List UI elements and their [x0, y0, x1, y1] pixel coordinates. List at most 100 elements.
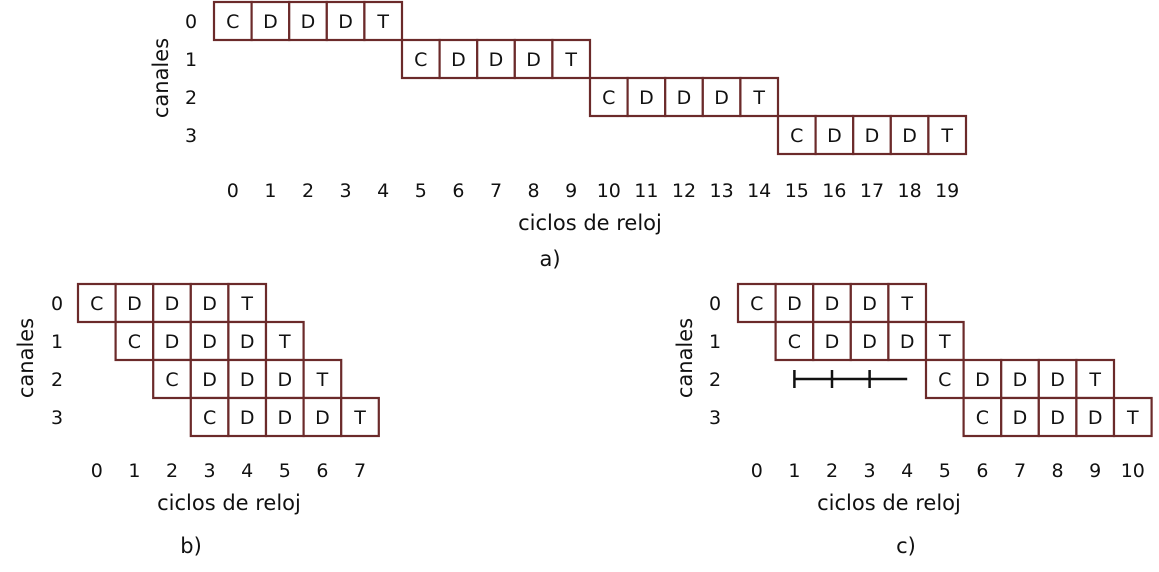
- cell-label: T: [900, 293, 913, 315]
- cycle-tick-label: 4: [901, 460, 913, 482]
- cell-label: D: [451, 49, 466, 71]
- cycle-tick-label: 12: [672, 180, 696, 202]
- cycle-tick-label: 16: [822, 180, 846, 202]
- channel-label: 0: [185, 11, 197, 33]
- cycle-tick-label: 3: [204, 460, 216, 482]
- cycle-tick-label: 2: [166, 460, 178, 482]
- cell-label: C: [750, 293, 763, 315]
- x-axis-label: ciclos de reloj: [817, 491, 961, 515]
- cycle-tick-label: 1: [128, 460, 140, 482]
- cycle-tick-label: 11: [634, 180, 658, 202]
- cell-label: D: [338, 11, 353, 33]
- cell-label: D: [865, 125, 880, 147]
- cycle-tick-label: 15: [785, 180, 809, 202]
- pipeline-cell: [340, 396, 380, 438]
- pipeline-cell: [264, 396, 305, 438]
- y-axis-label: canales: [673, 318, 697, 398]
- cell-label: C: [414, 49, 427, 71]
- pipeline-cell: [1075, 358, 1116, 400]
- cell-label: D: [301, 11, 316, 33]
- cell-label: D: [825, 331, 840, 353]
- cycle-tick-label: 19: [935, 180, 959, 202]
- channel-label: 1: [51, 331, 63, 353]
- cycle-tick-label: 5: [415, 180, 427, 202]
- cell-label: T: [278, 331, 291, 353]
- channel-label: 3: [709, 407, 721, 429]
- pipeline-cell: [924, 358, 965, 400]
- cell-label: C: [90, 293, 103, 315]
- cell-label: T: [1126, 407, 1139, 429]
- cell-label: C: [938, 369, 951, 391]
- cell-label: D: [787, 293, 802, 315]
- pipeline-cell: [849, 320, 890, 362]
- cycle-tick-label: 8: [528, 180, 540, 202]
- cell-label: D: [263, 11, 278, 33]
- cell-label: C: [790, 125, 803, 147]
- x-axis-label: ciclos de reloj: [518, 211, 662, 235]
- cycle-tick-label: 7: [490, 180, 502, 202]
- cell-label: D: [240, 369, 255, 391]
- cell-label: T: [376, 11, 389, 33]
- cell-label: D: [714, 87, 729, 109]
- cycle-tick-label: 8: [1052, 460, 1064, 482]
- cell-label: D: [900, 331, 915, 353]
- y-axis-label: canales: [14, 318, 38, 398]
- pipeline-cell: [924, 320, 965, 362]
- pipeline-cell: [152, 358, 192, 400]
- channel-label: 3: [51, 407, 63, 429]
- cycle-tick-label: 7: [1014, 460, 1026, 482]
- cell-label: D: [825, 293, 840, 315]
- cell-label: D: [165, 293, 180, 315]
- cell-label: C: [165, 369, 178, 391]
- cell-label: T: [564, 49, 577, 71]
- cycle-tick-label: 5: [279, 460, 291, 482]
- x-axis-label: ciclos de reloj: [157, 491, 301, 515]
- channel-label: 0: [709, 293, 721, 315]
- pipeline-cell: [189, 396, 230, 438]
- cell-label: D: [277, 407, 292, 429]
- cell-label: C: [226, 11, 239, 33]
- cell-label: D: [677, 87, 692, 109]
- cell-label: D: [202, 293, 217, 315]
- cycle-tick-label: 0: [227, 180, 239, 202]
- cell-label: D: [1050, 407, 1065, 429]
- cycle-tick-label: 18: [898, 180, 922, 202]
- pipeline-cell: [250, 0, 291, 42]
- cell-label: D: [240, 407, 255, 429]
- cell-label: D: [639, 87, 654, 109]
- cycle-tick-label: 9: [1089, 460, 1101, 482]
- cell-label: T: [1088, 369, 1101, 391]
- cycle-tick-label: 6: [976, 460, 988, 482]
- cycle-tick-label: 0: [91, 460, 103, 482]
- pipeline-cell: [814, 114, 855, 156]
- pipeline-cell: [212, 0, 253, 42]
- diagram-caption: a): [539, 247, 560, 271]
- cycle-tick-label: 4: [377, 180, 389, 202]
- pipeline-cell: [1037, 358, 1078, 400]
- cycle-tick-label: 13: [710, 180, 734, 202]
- cycle-tick-label: 3: [340, 180, 352, 202]
- cycle-tick-label: 1: [264, 180, 276, 202]
- cell-label: D: [1088, 407, 1103, 429]
- cell-label: D: [902, 125, 917, 147]
- pipeline-cell: [774, 320, 815, 362]
- cell-label: D: [165, 331, 180, 353]
- cell-label: D: [862, 293, 877, 315]
- cycle-tick-label: 2: [826, 460, 838, 482]
- cycle-tick-label: 4: [241, 460, 253, 482]
- cycle-tick-label: 5: [939, 460, 951, 482]
- pipeline-cell: [736, 282, 777, 324]
- cycle-tick-label: 10: [597, 180, 621, 202]
- channel-label: 2: [51, 369, 63, 391]
- channel-label: 1: [709, 331, 721, 353]
- cell-label: D: [827, 125, 842, 147]
- pipeline-cell: [887, 320, 928, 362]
- cell-label: D: [526, 49, 541, 71]
- cycle-tick-label: 10: [1121, 460, 1145, 482]
- cycle-tick-label: 2: [302, 180, 314, 202]
- cell-label: D: [1013, 407, 1028, 429]
- cycle-tick-label: 1: [788, 460, 800, 482]
- cell-label: D: [277, 369, 292, 391]
